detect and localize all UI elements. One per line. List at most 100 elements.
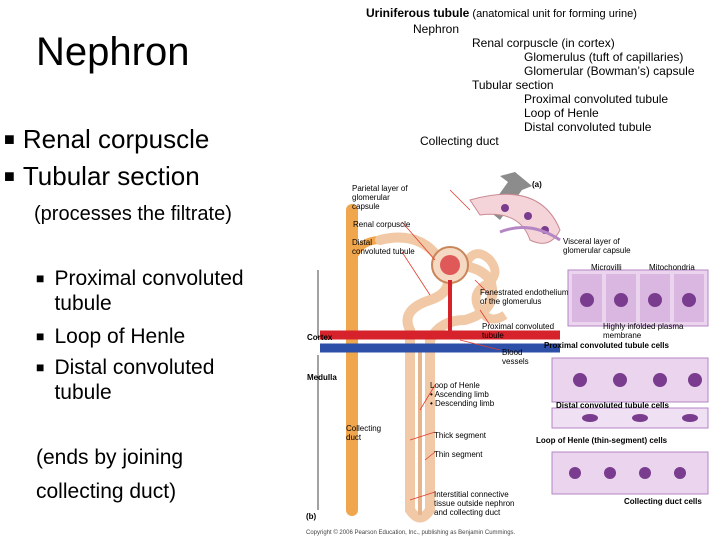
label-line: membrane: [603, 331, 642, 340]
nucleus: [573, 373, 587, 387]
label-renal-corpuscle: Renal corpuscle: [353, 220, 411, 229]
label-line: tissue outside nephron: [434, 499, 515, 508]
callout-line: [401, 251, 431, 296]
label-line: glomerular: [352, 193, 390, 202]
label-blood: Blood vessels: [502, 348, 529, 366]
nucleus: [614, 293, 628, 307]
label-infolded: Highly infolded plasma membrane: [603, 322, 684, 340]
label-a: (a): [532, 180, 542, 189]
callout-line: [409, 431, 436, 441]
label-line: Highly infolded plasma: [603, 322, 684, 331]
callout-line: [474, 279, 491, 296]
label-thin: Thin segment: [434, 450, 483, 459]
outline-item: Nephron: [413, 22, 460, 36]
label-interstitial: Interstitial connective tissue outside n…: [434, 490, 515, 517]
label-dct-cells: Distal convoluted tubule cells: [556, 401, 669, 410]
dct-cells-panel: [551, 357, 709, 403]
pct-coils: [460, 249, 508, 324]
nucleus: [653, 373, 667, 387]
callout-line: [424, 451, 436, 461]
callout-line: [459, 339, 501, 351]
nucleus: [632, 414, 648, 422]
nucleus: [639, 467, 651, 479]
sub-bullet-dct: ■ Distal convoluted tubule: [36, 355, 286, 405]
capsule-zoom: [469, 193, 561, 244]
label-line: • Ascending limb: [430, 390, 489, 399]
nucleus: [682, 414, 698, 422]
copyright-text: Copyright © 2006 Pearson Education, Inc.…: [306, 530, 516, 536]
label-line: Loop of Henle: [430, 381, 480, 390]
label-parietal: Parietal layer of glomerular capsule: [352, 184, 408, 211]
bullet-renal-corpuscle: ■ Renal corpuscle: [4, 124, 209, 155]
sub-bullet-label: Distal convoluted tubule: [54, 356, 215, 404]
label-line: Fenestrated endothelium: [480, 288, 569, 297]
nucleus: [580, 293, 594, 307]
bullet-square-icon: ■: [36, 270, 45, 286]
tubule-path: [375, 232, 498, 523]
fenestrated-capillary: [499, 226, 561, 242]
outline-title: Uriniferous tubule (anatomical unit for …: [366, 6, 637, 21]
processes-note: (processes the filtrate): [34, 203, 232, 225]
bullet-square-icon: ■: [36, 359, 45, 375]
outline-item: Renal corpuscle (in cortex): [472, 36, 615, 50]
nephron-figure: [317, 172, 709, 523]
label-thick: Thick segment: [434, 431, 487, 440]
pct-cells-panel: [567, 269, 709, 327]
nucleus: [613, 373, 627, 387]
label-line: capsule: [352, 202, 380, 211]
label-loh-cells: Loop of Henle (thin-segment) cells: [536, 436, 668, 445]
callout-line: [419, 384, 436, 411]
label-fenestrated: Fenestrated endothelium of the glomerulu…: [480, 288, 569, 306]
callout-lines: [401, 189, 501, 501]
nucleus: [648, 293, 662, 307]
podocyte: [501, 204, 509, 212]
nucleus: [582, 414, 598, 422]
nucleus: [604, 467, 616, 479]
label-line: Blood: [502, 348, 523, 357]
label-line: convoluted tubule: [352, 247, 415, 256]
label-proximal: Proximal convoluted tubule: [482, 322, 554, 340]
label-line: Parietal layer of: [352, 184, 408, 193]
label-line: • Descending limb: [430, 399, 495, 408]
label-line: vessels: [502, 357, 529, 366]
sub-bullet-pct: ■ Proximal convoluted tubule: [36, 266, 286, 316]
callout-line: [409, 491, 436, 501]
nucleus: [569, 467, 581, 479]
sub-bullet-label: Proximal convoluted tubule: [54, 267, 244, 315]
label-line: Collecting: [346, 424, 382, 433]
label-distal: Distal convoluted tubule: [352, 238, 415, 256]
label-line: duct: [346, 433, 362, 442]
glomerulus: [440, 255, 460, 275]
callout-line: [479, 309, 491, 326]
label-line: Distal: [352, 238, 373, 247]
label-line: and collecting duct: [434, 508, 501, 517]
podocyte: [524, 212, 532, 220]
nucleus: [674, 467, 686, 479]
outline-item: Glomerulus (tuft of capillaries): [524, 50, 684, 64]
bullet-tubular-section: ■ Tubular section: [4, 161, 200, 192]
bullet-label: Tubular section: [22, 161, 200, 191]
nucleus: [682, 293, 696, 307]
label-visceral: Visceral layer of glomerular capsule: [563, 237, 631, 255]
label-cortex: Cortex: [307, 333, 333, 342]
label-loop: Loop of Henle • Ascending limb • Descend…: [430, 381, 494, 408]
sub-bullet-loh: ■Loop of Henle: [36, 324, 185, 351]
outline-item: Tubular section: [472, 78, 554, 92]
outline-item: Collecting duct: [420, 134, 499, 148]
label-collecting: Collecting duct: [346, 424, 381, 442]
bullet-label: Renal corpuscle: [22, 124, 210, 154]
bullet-square-icon: ■: [4, 166, 15, 186]
loh-cells-panel: [551, 407, 709, 429]
bullet-square-icon: ■: [4, 129, 15, 149]
label-line: Interstitial connective: [434, 490, 509, 499]
bullet-square-icon: ■: [36, 328, 45, 344]
label-microvilli: Microvilli: [591, 263, 622, 272]
outline-item: Distal convoluted tubule: [524, 120, 652, 134]
callout-line: [449, 189, 471, 211]
label-b: (b): [306, 512, 317, 521]
label-mitochondria: Mitochondria: [649, 263, 695, 272]
label-pct-cells: Proximal convoluted tubule cells: [544, 341, 669, 350]
label-line: Visceral layer of: [563, 237, 620, 246]
label-line: tubule: [482, 331, 504, 340]
label-medulla: Medulla: [307, 373, 337, 382]
